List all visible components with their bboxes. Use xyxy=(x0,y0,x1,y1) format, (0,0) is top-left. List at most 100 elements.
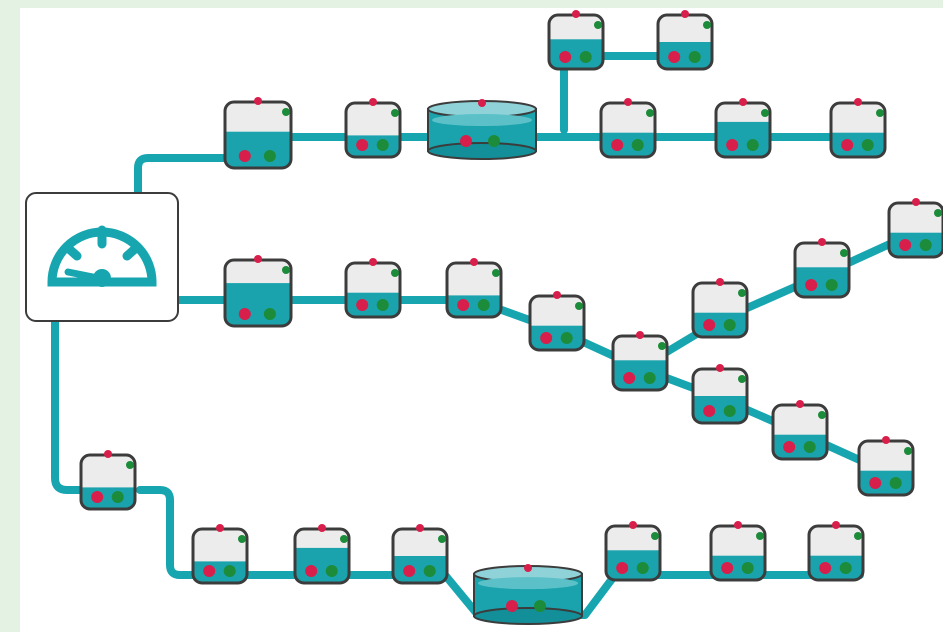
reservoir-base xyxy=(427,142,537,160)
storage-tank[interactable] xyxy=(604,521,662,582)
storage-tank[interactable] xyxy=(191,524,249,585)
red-indicator-icon xyxy=(616,562,629,574)
storage-tank[interactable] xyxy=(691,278,749,339)
reservoir-tank[interactable] xyxy=(473,564,583,625)
water-level xyxy=(549,39,603,69)
inlet-port-icon xyxy=(739,98,747,106)
inlet-port-icon xyxy=(478,99,486,107)
water-level xyxy=(225,131,291,168)
outlet-port-icon xyxy=(738,375,746,383)
source-gauge[interactable] xyxy=(25,192,179,322)
outlet-port-icon xyxy=(340,535,348,543)
storage-tank[interactable] xyxy=(793,238,851,299)
water-level xyxy=(225,283,291,326)
storage-tank[interactable] xyxy=(691,364,749,425)
green-indicator-icon xyxy=(803,441,816,453)
green-indicator-icon xyxy=(688,51,701,63)
green-indicator-icon xyxy=(861,139,874,151)
green-indicator-icon xyxy=(746,139,759,151)
green-indicator-icon xyxy=(534,600,546,612)
green-indicator-icon xyxy=(741,562,754,574)
outlet-port-icon xyxy=(492,269,500,277)
water-level xyxy=(711,555,765,580)
storage-tank[interactable] xyxy=(807,521,865,582)
water-level xyxy=(530,325,584,350)
red-indicator-icon xyxy=(356,139,369,151)
storage-tank[interactable] xyxy=(771,400,829,461)
water-surface xyxy=(478,577,578,590)
storage-tank[interactable] xyxy=(223,97,293,170)
water-level xyxy=(193,561,247,583)
water-level xyxy=(693,312,747,337)
inlet-port-icon xyxy=(104,450,112,458)
water-level xyxy=(613,360,667,390)
green-indicator-icon xyxy=(325,565,338,577)
red-indicator-icon xyxy=(356,299,369,311)
water-surface xyxy=(432,114,532,127)
red-indicator-icon xyxy=(726,139,739,151)
red-indicator-icon xyxy=(819,562,832,574)
outlet-port-icon xyxy=(438,535,446,543)
inlet-port-icon xyxy=(636,331,644,339)
outlet-port-icon xyxy=(854,532,862,540)
red-indicator-icon xyxy=(721,562,734,574)
inlet-port-icon xyxy=(572,10,580,18)
outlet-port-icon xyxy=(934,209,942,217)
inlet-port-icon xyxy=(716,278,724,286)
storage-tank[interactable] xyxy=(293,524,351,585)
storage-tank[interactable] xyxy=(714,98,772,159)
inlet-port-icon xyxy=(369,98,377,106)
green-indicator-icon xyxy=(839,562,852,574)
green-indicator-icon xyxy=(560,332,573,344)
outlet-port-icon xyxy=(761,109,769,117)
outlet-port-icon xyxy=(658,342,666,350)
red-indicator-icon xyxy=(668,51,681,63)
inlet-port-icon xyxy=(716,364,724,372)
storage-tank[interactable] xyxy=(857,436,915,497)
inlet-port-icon xyxy=(681,10,689,18)
green-indicator-icon xyxy=(111,491,124,503)
inlet-port-icon xyxy=(882,436,890,444)
storage-tank[interactable] xyxy=(599,98,657,159)
water-level xyxy=(795,267,849,297)
storage-tank[interactable] xyxy=(709,521,767,582)
red-indicator-icon xyxy=(869,477,882,489)
inlet-port-icon xyxy=(470,258,478,266)
green-indicator-icon xyxy=(488,135,500,147)
green-indicator-icon xyxy=(636,562,649,574)
red-indicator-icon xyxy=(460,135,472,147)
storage-tank[interactable] xyxy=(656,10,714,71)
storage-tank[interactable] xyxy=(829,98,887,159)
red-indicator-icon xyxy=(91,491,104,503)
storage-tank[interactable] xyxy=(223,255,293,328)
inlet-port-icon xyxy=(832,521,840,529)
inlet-port-icon xyxy=(818,238,826,246)
storage-tank[interactable] xyxy=(79,450,137,511)
red-indicator-icon xyxy=(841,139,854,151)
storage-tank[interactable] xyxy=(344,98,402,159)
green-indicator-icon xyxy=(263,308,276,320)
green-indicator-icon xyxy=(723,319,736,331)
red-indicator-icon xyxy=(899,239,912,251)
green-indicator-icon xyxy=(376,139,389,151)
green-indicator-icon xyxy=(919,239,932,251)
green-indicator-icon xyxy=(579,51,592,63)
green-indicator-icon xyxy=(223,565,236,577)
storage-tank[interactable] xyxy=(887,198,943,259)
reservoir-tank[interactable] xyxy=(427,99,537,160)
storage-tank[interactable] xyxy=(344,258,402,319)
storage-tank[interactable] xyxy=(528,291,586,352)
green-indicator-icon xyxy=(477,299,490,311)
storage-tank[interactable] xyxy=(547,10,605,71)
water-level xyxy=(658,42,712,69)
water-level xyxy=(295,547,349,583)
water-level xyxy=(601,132,655,157)
water-level xyxy=(693,396,747,423)
storage-tank[interactable] xyxy=(391,524,449,585)
storage-tank[interactable] xyxy=(445,258,503,319)
outlet-port-icon xyxy=(391,269,399,277)
storage-tank[interactable] xyxy=(611,331,669,392)
outlet-port-icon xyxy=(646,109,654,117)
